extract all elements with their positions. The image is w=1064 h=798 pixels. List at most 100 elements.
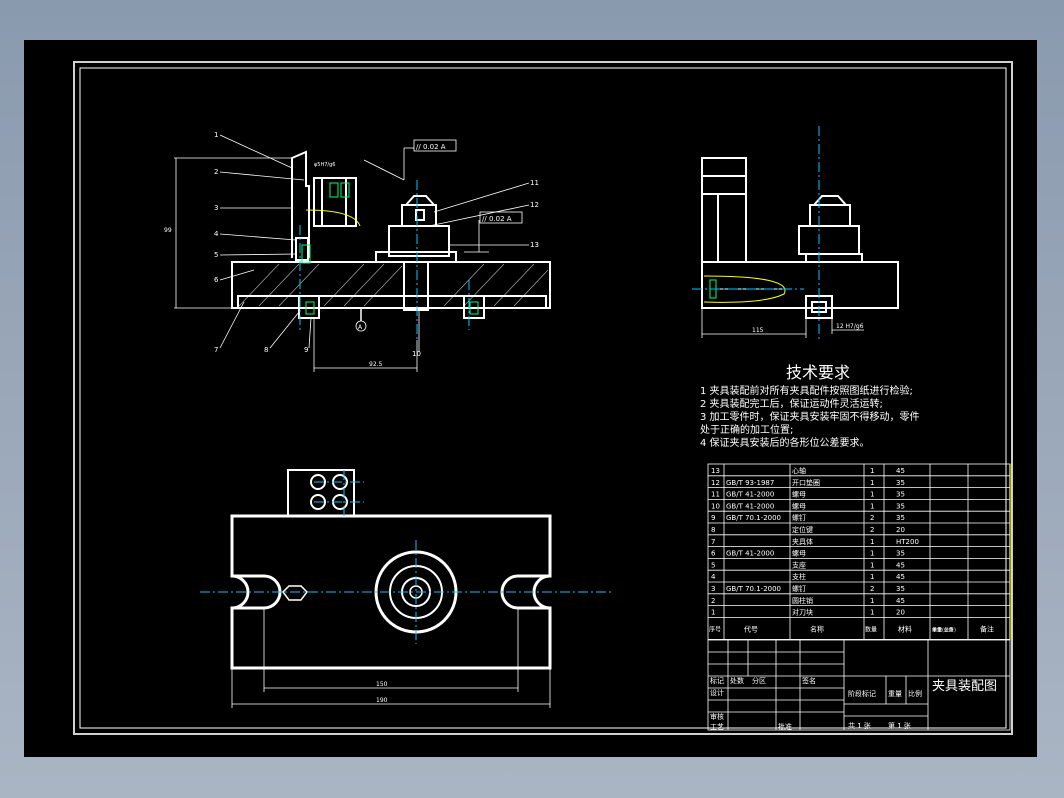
support-flange <box>375 251 457 263</box>
side-post <box>701 157 747 263</box>
dim-side-slot: 12 H7/g6 <box>836 323 864 330</box>
title-block-labels: 标记 处数 分区 签名 设计 审核 工艺 批准 阶段标记 重量 比例 共 1 张… <box>710 676 922 731</box>
bom-cell-material: 20 <box>896 526 905 534</box>
drawing-canvas[interactable]: // 0.02 A // 0.02 A A 1 2 3 4 5 6 7 8 9 … <box>24 40 1037 757</box>
tol-frame-1 <box>413 139 457 152</box>
bom-header-weight: 单重 总重 <box>932 626 954 633</box>
bom-header-material: 材料 <box>898 624 912 633</box>
bom-cell-material: 45 <box>896 597 905 605</box>
bom-cell-material: 35 <box>896 491 905 499</box>
svg-text:比例: 比例 <box>908 689 922 698</box>
tool-setting-block <box>291 150 310 258</box>
tol-frame-2-text: // 0.02 A <box>482 215 512 223</box>
bom-cell-qty: 2 <box>870 526 874 534</box>
bom-header-qty: 数量 <box>865 625 877 633</box>
svg-text:13: 13 <box>530 241 539 249</box>
outer-border <box>73 61 1013 735</box>
locating-key-2 <box>463 295 485 319</box>
bom-cell-no: 12 <box>711 479 720 487</box>
svg-text:8: 8 <box>264 346 268 354</box>
bom-cell-material: 20 <box>896 609 905 617</box>
bom-cell-name: 对刀块 <box>792 608 813 617</box>
svg-text:4: 4 <box>214 230 219 238</box>
title-block <box>707 639 1011 731</box>
svg-text:1: 1 <box>214 131 218 139</box>
bom-cell-code: GB/T 70.1-2000 <box>726 514 781 522</box>
plan-center-lines <box>200 470 614 644</box>
svg-text:处于正确的加工位置;: 处于正确的加工位置; <box>700 423 793 436</box>
bom-header-remark: 备注 <box>980 624 994 633</box>
bom-cell-no: 7 <box>711 538 715 546</box>
bom-cell-name: 开口垫圈 <box>792 478 820 487</box>
nut-top <box>403 195 437 206</box>
svg-text:阶段标记: 阶段标记 <box>848 689 876 698</box>
base-plate <box>237 295 547 309</box>
front-green-bolts <box>301 182 479 315</box>
dim-plan-inner: 150 <box>376 681 388 688</box>
bom-cell-material: 35 <box>896 514 905 522</box>
svg-text:2: 2 <box>214 168 218 176</box>
svg-text:3: 3 <box>214 204 218 212</box>
plan-view <box>230 469 552 670</box>
tol-frame-2 <box>479 211 523 224</box>
bom-cell-code: GB/T 70.1-2000 <box>726 585 781 593</box>
svg-text:3 加工零件时，保证夹具安装牢固不得移动，零件: 3 加工零件时，保证夹具安装牢固不得移动，零件 <box>700 410 920 423</box>
bom-cell-qty: 1 <box>870 561 874 569</box>
bom-cell-code: GB/T 41-2000 <box>726 502 774 510</box>
datum-label: A <box>358 324 363 331</box>
bom-cell-name: 螺母 <box>792 490 806 499</box>
svg-text:第 1 张: 第 1 张 <box>888 721 911 730</box>
side-body <box>701 261 899 309</box>
front-view <box>231 150 551 319</box>
front-center-lines <box>299 180 470 340</box>
svg-text:7: 7 <box>214 346 218 354</box>
front-leaders <box>174 134 530 372</box>
bom-cell-material: 35 <box>896 550 905 558</box>
svg-text:6: 6 <box>214 276 219 284</box>
dim-front-width: 92.5 <box>369 361 383 368</box>
bom-cell-qty: 1 <box>870 609 874 617</box>
bom-cell-material: 45 <box>896 467 905 475</box>
bom-cell-name: 定位键 <box>792 525 813 534</box>
svg-text:工艺: 工艺 <box>710 723 724 731</box>
tech-req-lines: 1 夹具装配前对所有夹具配件按照图纸进行检验; 2 夹具装配完工后，保证运动件灵… <box>700 384 920 449</box>
bom-cell-qty: 1 <box>870 491 874 499</box>
tech-req-title: 技术要求 <box>786 363 850 382</box>
svg-text:2 夹具装配完工后，保证运动件灵活运转;: 2 夹具装配完工后，保证运动件灵活运转; <box>700 397 883 410</box>
svg-text:1 夹具装配前对所有夹具配件按照图纸进行检验;: 1 夹具装配前对所有夹具配件按照图纸进行检验; <box>700 384 913 397</box>
bom-cell-name: 心轴 <box>792 466 806 475</box>
svg-text:重量: 重量 <box>888 690 902 698</box>
bom-cell-qty: 1 <box>870 502 874 510</box>
bom-cell-material: 35 <box>896 502 905 510</box>
bom-cell-no: 2 <box>711 597 715 605</box>
bom-cell-no: 4 <box>711 573 716 581</box>
bom-cell-name: 螺钉 <box>792 584 806 593</box>
svg-text:标记: 标记 <box>710 676 724 685</box>
side-break-line <box>703 275 786 303</box>
inner-border <box>79 67 1007 729</box>
bom-cell-no: 10 <box>711 502 720 510</box>
bom-cell-name: 螺母 <box>792 501 806 510</box>
svg-text:12: 12 <box>530 201 539 209</box>
dim-front-height: 99 <box>164 227 172 234</box>
svg-text:分区: 分区 <box>752 676 766 685</box>
bom-cell-name: 螺母 <box>792 549 806 558</box>
bom-cell-no: 13 <box>711 467 720 475</box>
bom-cell-no: 3 <box>711 585 715 593</box>
bom-cell-no: 8 <box>711 526 715 534</box>
svg-text:5: 5 <box>214 251 218 259</box>
front-callouts: 1 2 3 4 5 6 7 8 9 10 11 12 13 <box>214 131 539 358</box>
side-view <box>701 157 899 319</box>
bom-cell-no: 6 <box>711 550 716 558</box>
nut-11 <box>401 204 437 227</box>
svg-text:设计: 设计 <box>710 688 724 697</box>
bom-cell-qty: 1 <box>870 550 874 558</box>
bom-cell-qty: 2 <box>870 514 874 522</box>
bom-cell-qty: 2 <box>870 585 874 593</box>
svg-text:处数: 处数 <box>730 676 744 685</box>
bom-cell-material: 35 <box>896 585 905 593</box>
plan-nut <box>282 585 308 601</box>
bom-cell-material: 45 <box>896 573 905 581</box>
bom-cell-material: 35 <box>896 479 905 487</box>
